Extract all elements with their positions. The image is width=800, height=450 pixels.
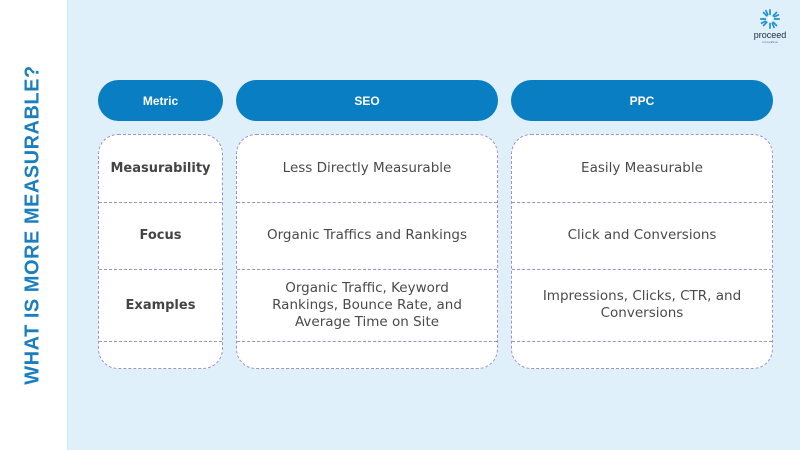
sunburst-logo-icon (760, 9, 780, 29)
header-metric: Metric (98, 80, 223, 121)
row-divider (99, 269, 222, 270)
seo-cell-examples: Organic Traffic, Keyword Rankings, Bounc… (272, 279, 462, 330)
left-panel: WHAT IS MORE MEASURABLE? (0, 0, 67, 450)
ppc-cell-focus: Click and Conversions (567, 227, 717, 243)
metric-cell-measurability: Measurability (110, 161, 211, 176)
logo-text: proceed (753, 30, 787, 40)
seo-cell-measurability: Less Directly Measurable (282, 160, 452, 176)
seo-cell-focus: Organic Traffics and Rankings (266, 227, 467, 243)
header-ppc: PPC (511, 80, 773, 121)
row-divider (237, 269, 497, 270)
metric-cell-focus: Focus (139, 228, 182, 243)
logo-subtext: innovative (762, 40, 778, 44)
seo-column: Less Directly Measurable Organic Traffic… (236, 134, 498, 369)
metric-column: Measurability Focus Examples (98, 134, 223, 369)
header-seo: SEO (236, 80, 498, 121)
row-divider (237, 202, 497, 203)
row-divider (512, 202, 772, 203)
row-divider (99, 341, 222, 342)
page-title: WHAT IS MORE MEASURABLE? (21, 65, 44, 385)
row-divider (99, 202, 222, 203)
row-divider (237, 341, 497, 342)
ppc-column: Easily Measurable Click and Conversions … (511, 134, 773, 369)
brand-logo: proceed innovative (750, 8, 790, 48)
row-divider (512, 269, 772, 270)
row-divider (512, 341, 772, 342)
ppc-cell-examples: Impressions, Clicks, CTR, and Conversion… (542, 288, 742, 321)
ppc-cell-measurability: Easily Measurable (581, 160, 703, 176)
metric-cell-examples: Examples (125, 297, 196, 313)
